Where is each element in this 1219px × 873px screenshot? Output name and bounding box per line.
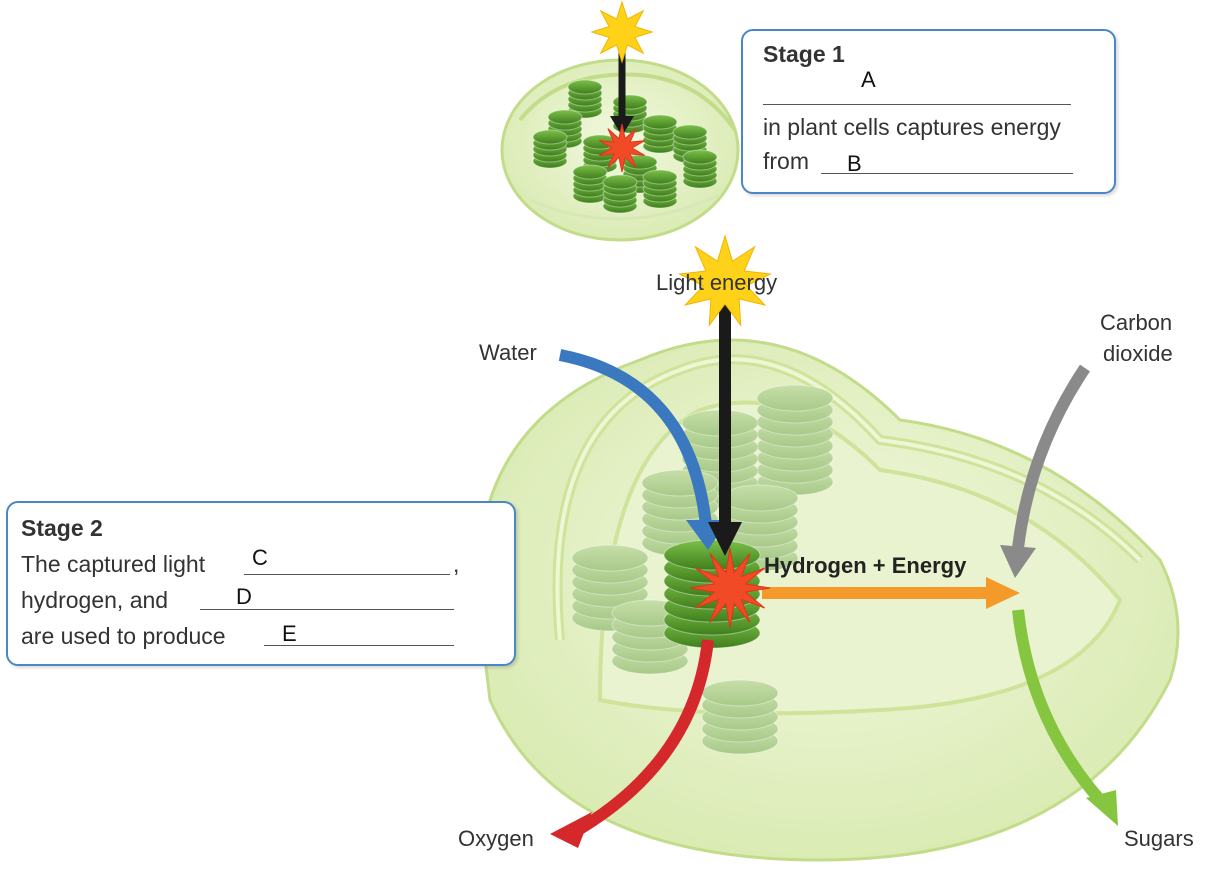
stage2-line3: are used to produce (21, 623, 226, 649)
small-granum (532, 129, 568, 169)
stage1-box: Stage 1 A in plant cells captures energy… (741, 29, 1116, 194)
small-reaction-burst-icon (598, 123, 646, 173)
dioxide-label: dioxide (1103, 341, 1173, 366)
blank-d-label: D (236, 584, 252, 609)
oxygen-arrow (574, 639, 714, 836)
blank-a-line (763, 104, 1071, 105)
small-granum (602, 174, 638, 214)
hydrogen-energy-label: Hydrogen + Energy (764, 553, 967, 578)
sugars-arrowhead (1086, 790, 1118, 826)
stage1-title: Stage 1 (763, 41, 845, 67)
small-granum (572, 164, 608, 204)
stage2-title: Stage 2 (21, 515, 103, 541)
blank-d-line (200, 609, 454, 610)
blank-a-label: A (861, 67, 876, 92)
sugars-arrow (1012, 609, 1105, 804)
oxygen-arrowhead (550, 812, 592, 848)
small-sun-icon (590, 0, 654, 64)
sugars-label: Sugars (1124, 826, 1194, 851)
small-granum (642, 114, 678, 154)
water-label: Water (479, 340, 537, 365)
carbon-dioxide-arrowhead (1000, 545, 1036, 578)
carbon-dioxide-arrow (1012, 364, 1090, 549)
stage1-line2: in plant cells captures energy (763, 114, 1061, 140)
small-granum (672, 124, 708, 164)
large-reaction-burst-icon (689, 547, 771, 629)
faded-granum (756, 384, 834, 496)
small-granum (567, 79, 603, 119)
blank-c-line (244, 574, 450, 575)
large-chloroplast (476, 338, 1180, 862)
light-energy-arrowhead (708, 522, 742, 556)
stage2-line1-suffix: , (453, 551, 460, 577)
energy-arrowhead (986, 577, 1020, 609)
large-sun-icon (677, 234, 773, 327)
blank-b-line (821, 173, 1073, 174)
oxygen-label: Oxygen (458, 826, 534, 851)
blank-c-label: C (252, 545, 268, 570)
stage2-box: Stage 2 The captured light C , hydrogen,… (6, 501, 516, 666)
carbon-label: Carbon (1100, 310, 1173, 335)
small-granum (682, 149, 718, 189)
small-granum (642, 169, 678, 209)
light-energy-label: Light energy (656, 270, 778, 295)
stage2-line2: hydrogen, and (21, 587, 169, 613)
blank-e-line (264, 645, 454, 646)
water-arrow (558, 349, 712, 526)
stage1-line3: from (763, 148, 809, 174)
blank-b-label: B (847, 151, 862, 176)
blank-e-label: E (282, 621, 297, 646)
small-chloroplast (500, 58, 740, 242)
faded-granum (701, 679, 779, 755)
stage2-line1: The captured light (21, 551, 206, 577)
